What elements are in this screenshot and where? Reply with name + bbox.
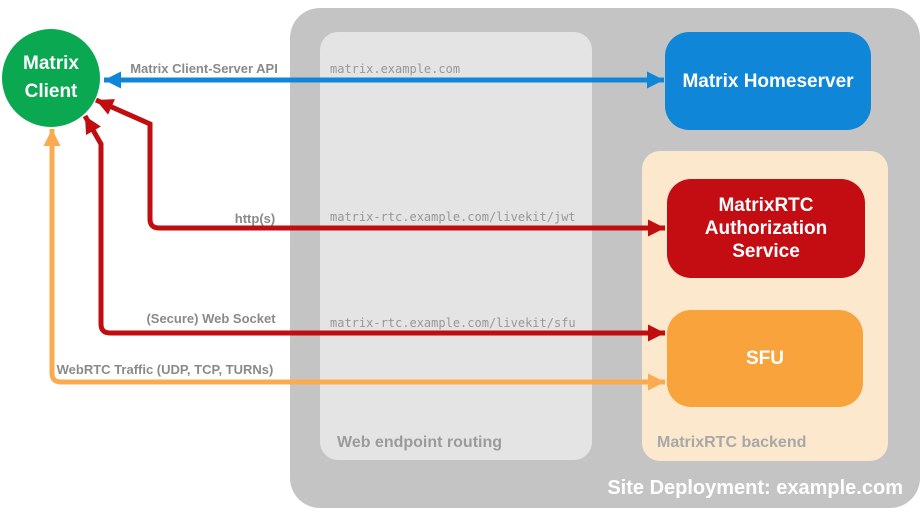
- web-endpoint-routing-box: Web endpoint routing: [320, 32, 592, 460]
- arrow-label-client-server-api: Matrix Client-Server API: [130, 61, 278, 76]
- web-endpoint-routing-label: Web endpoint routing: [337, 434, 503, 451]
- auth-service-label-line3: Service: [732, 241, 800, 262]
- matrix-homeserver-label: Matrix Homeserver: [682, 70, 854, 92]
- site-deployment-label: Site Deployment: example.com: [607, 477, 903, 499]
- arrow-label-webrtc-traffic: WebRTC Traffic (UDP, TCP, TURNs): [56, 362, 274, 377]
- node-sfu: SFU: [667, 310, 863, 407]
- matrix-client-label-line2: Client: [24, 81, 78, 102]
- endpoint-livekit-sfu: matrix-rtc.example.com/livekit/sfu: [330, 316, 576, 330]
- node-matrix-homeserver: Matrix Homeserver: [665, 32, 871, 130]
- node-matrix-client: Matrix Client: [2, 29, 100, 127]
- auth-service-label-line1: MatrixRTC: [718, 195, 814, 216]
- matrix-client-label-line1: Matrix: [23, 53, 79, 74]
- matrixrtc-backend-label: MatrixRTC backend: [657, 434, 807, 451]
- arrow-label-web-socket: (Secure) Web Socket: [146, 311, 276, 326]
- sfu-label: SFU: [746, 348, 784, 369]
- arrow-label-https: http(s): [234, 211, 276, 226]
- node-matrixrtc-authorization-service: MatrixRTC Authorization Service: [667, 179, 865, 278]
- endpoint-livekit-jwt: matrix-rtc.example.com/livekit/jwt: [330, 210, 576, 224]
- endpoint-matrix-example-com: matrix.example.com: [330, 62, 461, 76]
- auth-service-label-line2: Authorization: [704, 218, 828, 239]
